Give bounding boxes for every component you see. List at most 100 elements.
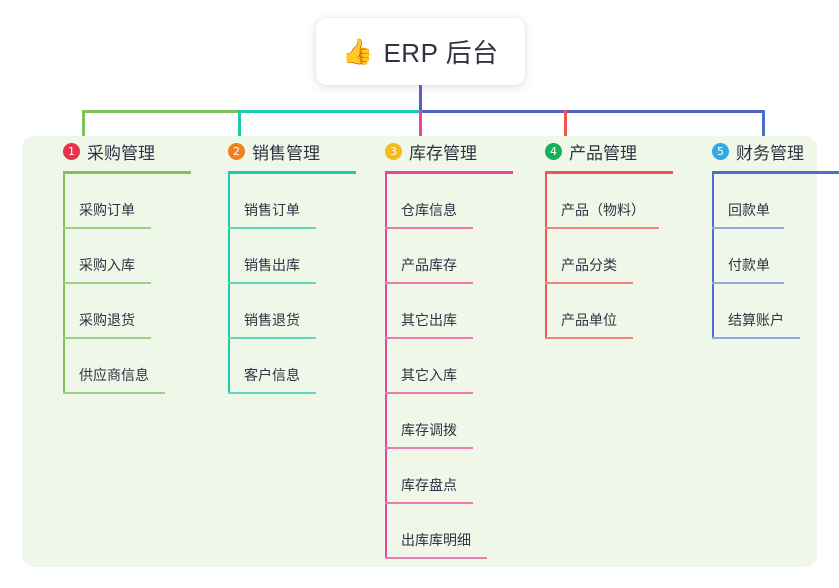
branch-spine bbox=[712, 174, 714, 339]
branch-column-销售管理: 2 销售管理销售订单销售出库销售退货客户信息 bbox=[212, 136, 362, 394]
branch-column-财务管理: 5 财务管理回款单付款单结算账户 bbox=[696, 136, 839, 339]
branch-number-badge: 2 bbox=[228, 142, 245, 160]
branch-item-list: 采购订单采购入库采购退货供应商信息 bbox=[47, 174, 197, 394]
branch-item[interactable]: 库存调拨 bbox=[369, 394, 519, 449]
branch-item-label: 仓库信息 bbox=[401, 202, 457, 218]
branch-header-库存管理[interactable]: 3 库存管理 bbox=[369, 136, 519, 166]
root-stem-connector bbox=[419, 85, 422, 112]
root-node-title: ERP 后台 bbox=[383, 38, 499, 68]
branch-column-库存管理: 3 库存管理仓库信息产品库存其它出库其它入库库存调拨库存盘点出库库明细 bbox=[369, 136, 519, 559]
branch-item-rule bbox=[712, 282, 784, 284]
branch-item-label: 产品分类 bbox=[561, 257, 617, 273]
thumbs-up-icon: 👍 bbox=[342, 37, 374, 66]
branch-item-rule bbox=[385, 557, 487, 559]
branch-item[interactable]: 产品（物料） bbox=[529, 174, 689, 229]
branch-item[interactable]: 产品分类 bbox=[529, 229, 689, 284]
branch-drop-connector-4 bbox=[564, 110, 567, 138]
branch-spine bbox=[545, 174, 547, 339]
branch-item-rule bbox=[385, 282, 473, 284]
branch-item-label: 库存盘点 bbox=[401, 477, 457, 493]
branch-item[interactable]: 供应商信息 bbox=[47, 339, 197, 394]
branch-title-label: 产品管理 bbox=[569, 143, 637, 163]
branch-item-label: 供应商信息 bbox=[79, 367, 149, 383]
branch-item-rule bbox=[385, 392, 473, 394]
branch-item[interactable]: 回款单 bbox=[696, 174, 839, 229]
branch-title-rule bbox=[712, 171, 839, 174]
branch-item-rule bbox=[385, 447, 473, 449]
branch-item-label: 客户信息 bbox=[244, 367, 300, 383]
branch-column-产品管理: 4 产品管理产品（物料） 产品分类产品单位 bbox=[529, 136, 689, 339]
branch-header-财务管理[interactable]: 5 财务管理 bbox=[696, 136, 839, 166]
branch-item[interactable]: 采购退货 bbox=[47, 284, 197, 339]
branch-item-label: 出库库明细 bbox=[401, 532, 471, 548]
branch-item-label: 回款单 bbox=[728, 202, 770, 218]
branch-item[interactable]: 仓库信息 bbox=[369, 174, 519, 229]
branch-drop-connector-3 bbox=[419, 110, 422, 138]
branch-item-rule bbox=[63, 337, 151, 339]
branch-number-badge: 4 bbox=[545, 142, 562, 160]
branch-item[interactable]: 销售出库 bbox=[212, 229, 362, 284]
branch-item-label: 采购订单 bbox=[79, 202, 135, 218]
branch-item-rule bbox=[63, 227, 151, 229]
branch-number-badge: 5 bbox=[712, 142, 729, 160]
bus-connector-segment-3 bbox=[419, 110, 764, 113]
branch-item-rule bbox=[385, 502, 473, 504]
branch-header-销售管理[interactable]: 2 销售管理 bbox=[212, 136, 362, 166]
branch-spine bbox=[385, 174, 387, 559]
root-node[interactable]: 👍 ERP 后台 bbox=[316, 18, 525, 85]
branch-item-label: 销售出库 bbox=[244, 257, 300, 273]
branch-drop-connector-1 bbox=[82, 110, 85, 138]
branch-item[interactable]: 销售退货 bbox=[212, 284, 362, 339]
branch-item-list: 销售订单销售出库销售退货客户信息 bbox=[212, 174, 362, 394]
branch-drop-connector-5 bbox=[762, 110, 765, 138]
branch-title-label: 销售管理 bbox=[252, 143, 320, 163]
branch-item[interactable]: 客户信息 bbox=[212, 339, 362, 394]
branch-item[interactable]: 采购入库 bbox=[47, 229, 197, 284]
branch-item-label: 产品（物料） bbox=[561, 202, 645, 218]
bus-connector-segment-1 bbox=[82, 110, 238, 113]
branch-item-rule bbox=[385, 227, 473, 229]
branch-item-rule bbox=[228, 337, 316, 339]
branch-item-rule bbox=[63, 282, 151, 284]
branch-item-rule bbox=[228, 227, 316, 229]
branch-spine bbox=[228, 174, 230, 394]
branch-title-label: 库存管理 bbox=[409, 143, 477, 163]
branch-item[interactable]: 付款单 bbox=[696, 229, 839, 284]
branch-item[interactable]: 出库库明细 bbox=[369, 504, 519, 559]
branch-item[interactable]: 其它出库 bbox=[369, 284, 519, 339]
branch-item-label: 其它入库 bbox=[401, 367, 457, 383]
branch-title-label: 财务管理 bbox=[736, 143, 804, 163]
branch-item-label: 采购入库 bbox=[79, 257, 135, 273]
branch-item-label: 付款单 bbox=[728, 257, 770, 273]
branch-drop-connector-2 bbox=[238, 110, 241, 138]
branch-item[interactable]: 采购订单 bbox=[47, 174, 197, 229]
branch-item-rule bbox=[712, 227, 784, 229]
branch-item[interactable]: 销售订单 bbox=[212, 174, 362, 229]
branch-item[interactable]: 其它入库 bbox=[369, 339, 519, 394]
branch-item-label: 其它出库 bbox=[401, 312, 457, 328]
branch-item-label: 采购退货 bbox=[79, 312, 135, 328]
branch-item-label: 销售退货 bbox=[244, 312, 300, 328]
bus-connector-segment-2 bbox=[238, 110, 419, 113]
branch-item-rule bbox=[712, 337, 800, 339]
branch-header-产品管理[interactable]: 4 产品管理 bbox=[529, 136, 689, 166]
branch-item-list: 仓库信息产品库存其它出库其它入库库存调拨库存盘点出库库明细 bbox=[369, 174, 519, 559]
branch-item-list: 回款单付款单结算账户 bbox=[696, 174, 839, 339]
branch-item[interactable]: 库存盘点 bbox=[369, 449, 519, 504]
branch-title-rule bbox=[545, 171, 673, 174]
branch-spine bbox=[63, 174, 65, 394]
branch-item[interactable]: 结算账户 bbox=[696, 284, 839, 339]
branch-item-label: 产品单位 bbox=[561, 312, 617, 328]
branch-title-rule bbox=[63, 171, 191, 174]
branch-item-rule bbox=[228, 392, 316, 394]
branch-item[interactable]: 产品库存 bbox=[369, 229, 519, 284]
branch-item-label: 销售订单 bbox=[244, 202, 300, 218]
branch-number-badge: 3 bbox=[385, 142, 402, 160]
branch-item-list: 产品（物料） 产品分类产品单位 bbox=[529, 174, 689, 339]
branch-item-rule bbox=[385, 337, 473, 339]
branch-item[interactable]: 产品单位 bbox=[529, 284, 689, 339]
